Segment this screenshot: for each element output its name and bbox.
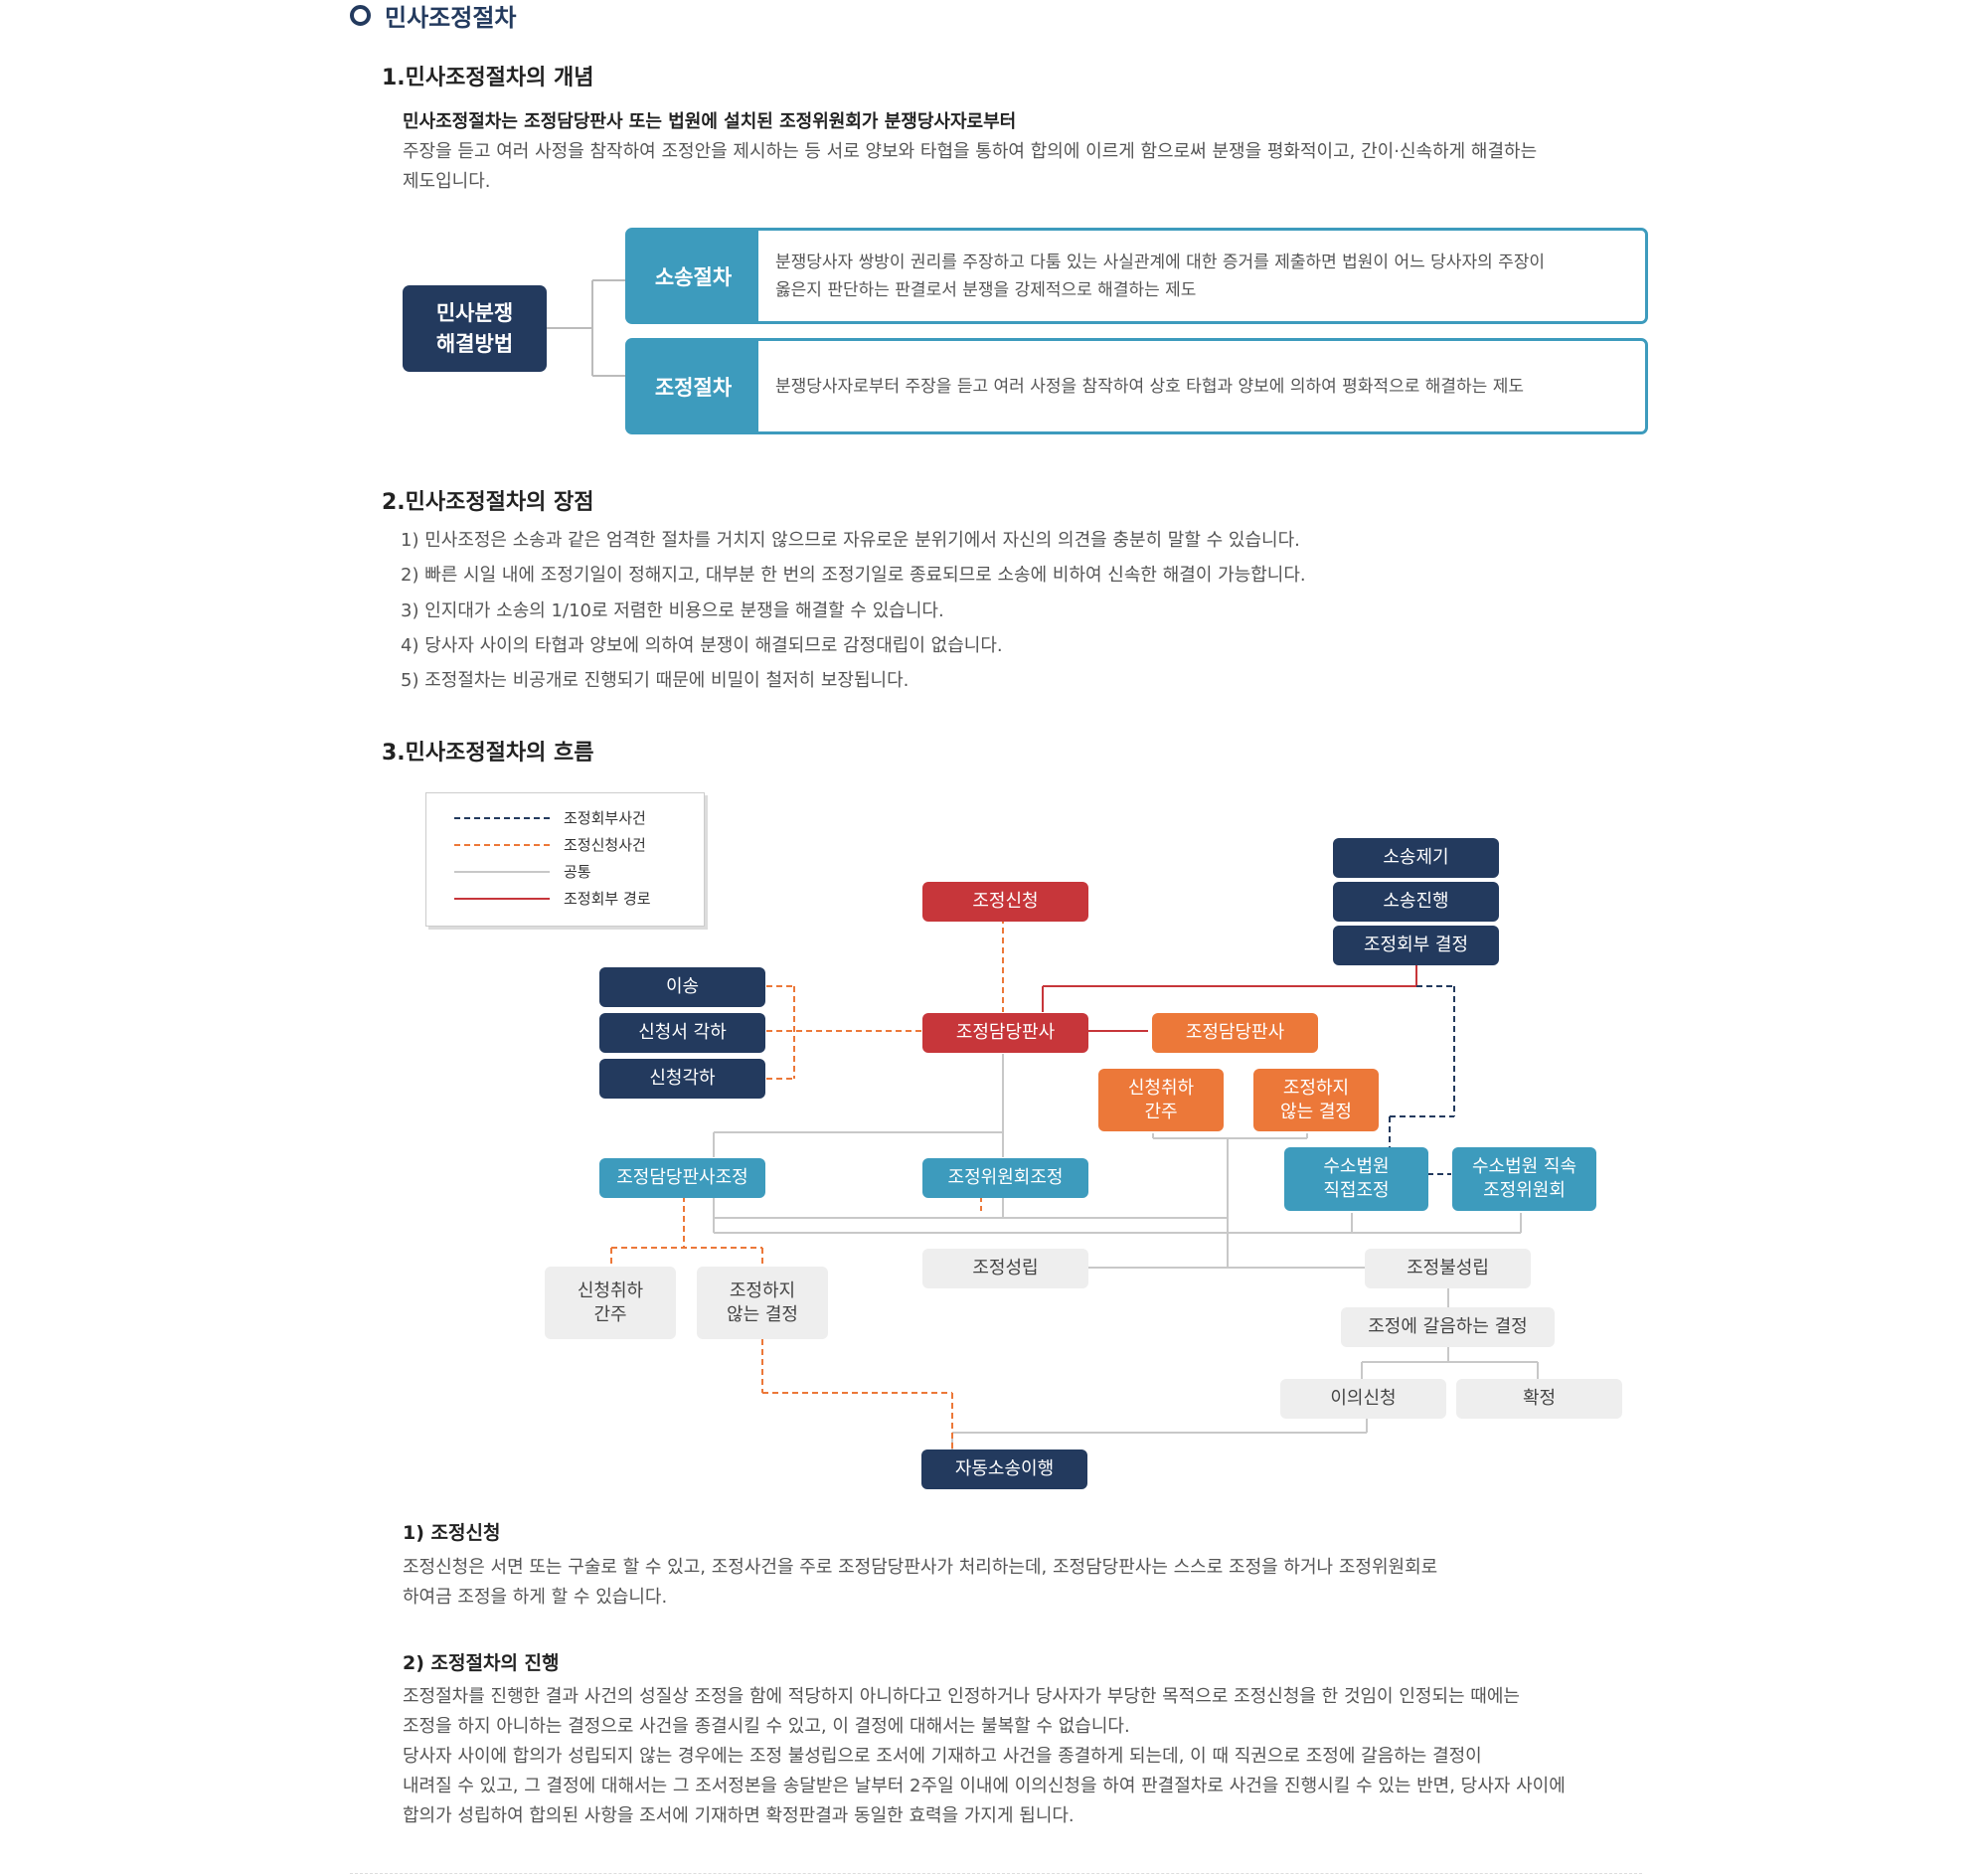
concept-connectors: [547, 279, 625, 377]
method-description: 분쟁당사자로부터 주장을 듣고 여러 사정을 참작하여 상호 타협과 양보에 의…: [775, 376, 1525, 397]
method-description: 분쟁당사자 쌍방이 권리를 주장하고 다툼 있는 사실관계에 대한 증거를 제출…: [775, 252, 1546, 300]
navy-dashed-line-icon: [454, 816, 550, 819]
node-dismiss-petition: 신청서 각하: [599, 1013, 765, 1053]
sub1-line: 하여금 조정을 하게 할 수 있습니다.: [403, 1587, 668, 1608]
dispute-resolution-box: 민사분쟁 해결방법: [403, 285, 547, 372]
concept-heading: 1.민사조정절차의 개념: [382, 66, 594, 90]
sub2-line: 당사자 사이에 합의가 성립되지 않는 경우에는 조정 불성립으로 조서에 기재…: [403, 1746, 1482, 1767]
node-confirmed: 확정: [1456, 1379, 1622, 1419]
node-suit-progress: 소송진행: [1333, 882, 1499, 922]
node-substitute-decision: 조정에 갈음하는 결정: [1341, 1307, 1555, 1347]
sub2-line: 조정절차를 진행한 결과 사건의 성질상 조정을 함에 적당하지 아니하다고 인…: [403, 1686, 1520, 1707]
legend-item: 조정신청사건: [454, 834, 646, 855]
sub2-heading: 2) 조정절차의 진행: [403, 1652, 560, 1674]
node-dismiss-application: 신청각하: [599, 1059, 765, 1099]
advantage-item: 1) 민사조정은 소송과 같은 엄격한 절차를 거치지 않으므로 자유로운 분위…: [401, 530, 1300, 551]
sub2-line: 합의가 성립하여 합의된 사항을 조서에 기재하면 확정판결과 동일한 효력을 …: [403, 1805, 1075, 1826]
circle-bullet-icon: [350, 4, 371, 26]
method-label: 조정절차: [628, 341, 758, 431]
flow-legend: 조정회부사건 조정신청사건 공통 조정회부 경로: [425, 792, 705, 927]
sub1-line: 조정신청은 서면 또는 구술로 할 수 있고, 조정사건을 주로 조정담당판사가…: [403, 1557, 1438, 1578]
red-line-icon: [454, 897, 550, 900]
orange-dashed-line-icon: [454, 843, 550, 846]
node-judge-side: 조정담당판사: [1152, 1013, 1318, 1053]
legend-item: 공통: [454, 861, 591, 882]
gray-line-icon: [454, 870, 550, 873]
section-title: 민사조정절차: [350, 0, 516, 32]
concept-line-2: 주장을 듣고 여러 사정을 참작하여 조정안을 제시하는 등 서로 양보와 타협…: [403, 141, 1538, 162]
advantage-item: 2) 빠른 시일 내에 조정기일이 정해지고, 대부분 한 번의 조정기일로 종…: [401, 565, 1306, 586]
node-suit-filing: 소송제기: [1333, 838, 1499, 878]
sub2-line: 내려질 수 있고, 그 결정에 대해서는 그 조서정본을 송달받은 날부터 2주…: [403, 1776, 1566, 1796]
node-judge-main: 조정담당판사: [922, 1013, 1088, 1053]
sub1-heading: 1) 조정신청: [403, 1522, 501, 1544]
sub2-line: 조정을 하지 아니하는 결정으로 사건을 종결시킬 수 있고, 이 결정에 대해…: [403, 1716, 1130, 1737]
node-referral-decision: 조정회부 결정: [1333, 926, 1499, 965]
method-litigation: 소송절차 분쟁당사자 쌍방이 권리를 주장하고 다툼 있는 사실관계에 대한 증…: [625, 228, 1648, 324]
legend-item: 조정회부 경로: [454, 888, 651, 909]
node-failure: 조정불성립: [1365, 1249, 1531, 1288]
advantages-heading: 2.민사조정절차의 장점: [382, 490, 594, 515]
method-mediation: 조정절차 분쟁당사자로부터 주장을 듣고 여러 사정을 참작하여 상호 타협과 …: [625, 338, 1648, 434]
advantage-item: 3) 인지대가 소송의 1/10로 저렴한 비용으로 분쟁을 해결할 수 있습니…: [401, 600, 944, 621]
node-objection: 이의신청: [1280, 1379, 1446, 1419]
node-success: 조정성립: [922, 1249, 1088, 1288]
node-transfer: 이송: [599, 967, 765, 1007]
node-application: 조정신청: [922, 882, 1088, 922]
concept-line-1: 민사조정절차는 조정담당판사 또는 법원에 설치된 조정위원회가 분쟁당사자로부…: [403, 111, 1017, 132]
concept-line-3: 제도입니다.: [403, 171, 491, 192]
flow-heading: 3.민사조정절차의 흐름: [382, 741, 594, 766]
advantage-item: 4) 당사자 사이의 타협과 양보에 의하여 분쟁이 해결되므로 감정대립이 없…: [401, 635, 1003, 656]
node-auto-suit: 자동소송이행: [921, 1450, 1087, 1489]
advantage-item: 5) 조정절차는 비공개로 진행되기 때문에 비밀이 철저히 보장됩니다.: [401, 670, 910, 691]
legend-item: 조정회부사건: [454, 807, 646, 828]
bottom-divider: [350, 1873, 1642, 1874]
node-committee-mediation: 조정위원회조정: [922, 1158, 1088, 1198]
method-label: 소송절차: [628, 231, 758, 321]
node-judge-mediation: 조정담당판사조정: [599, 1158, 765, 1198]
